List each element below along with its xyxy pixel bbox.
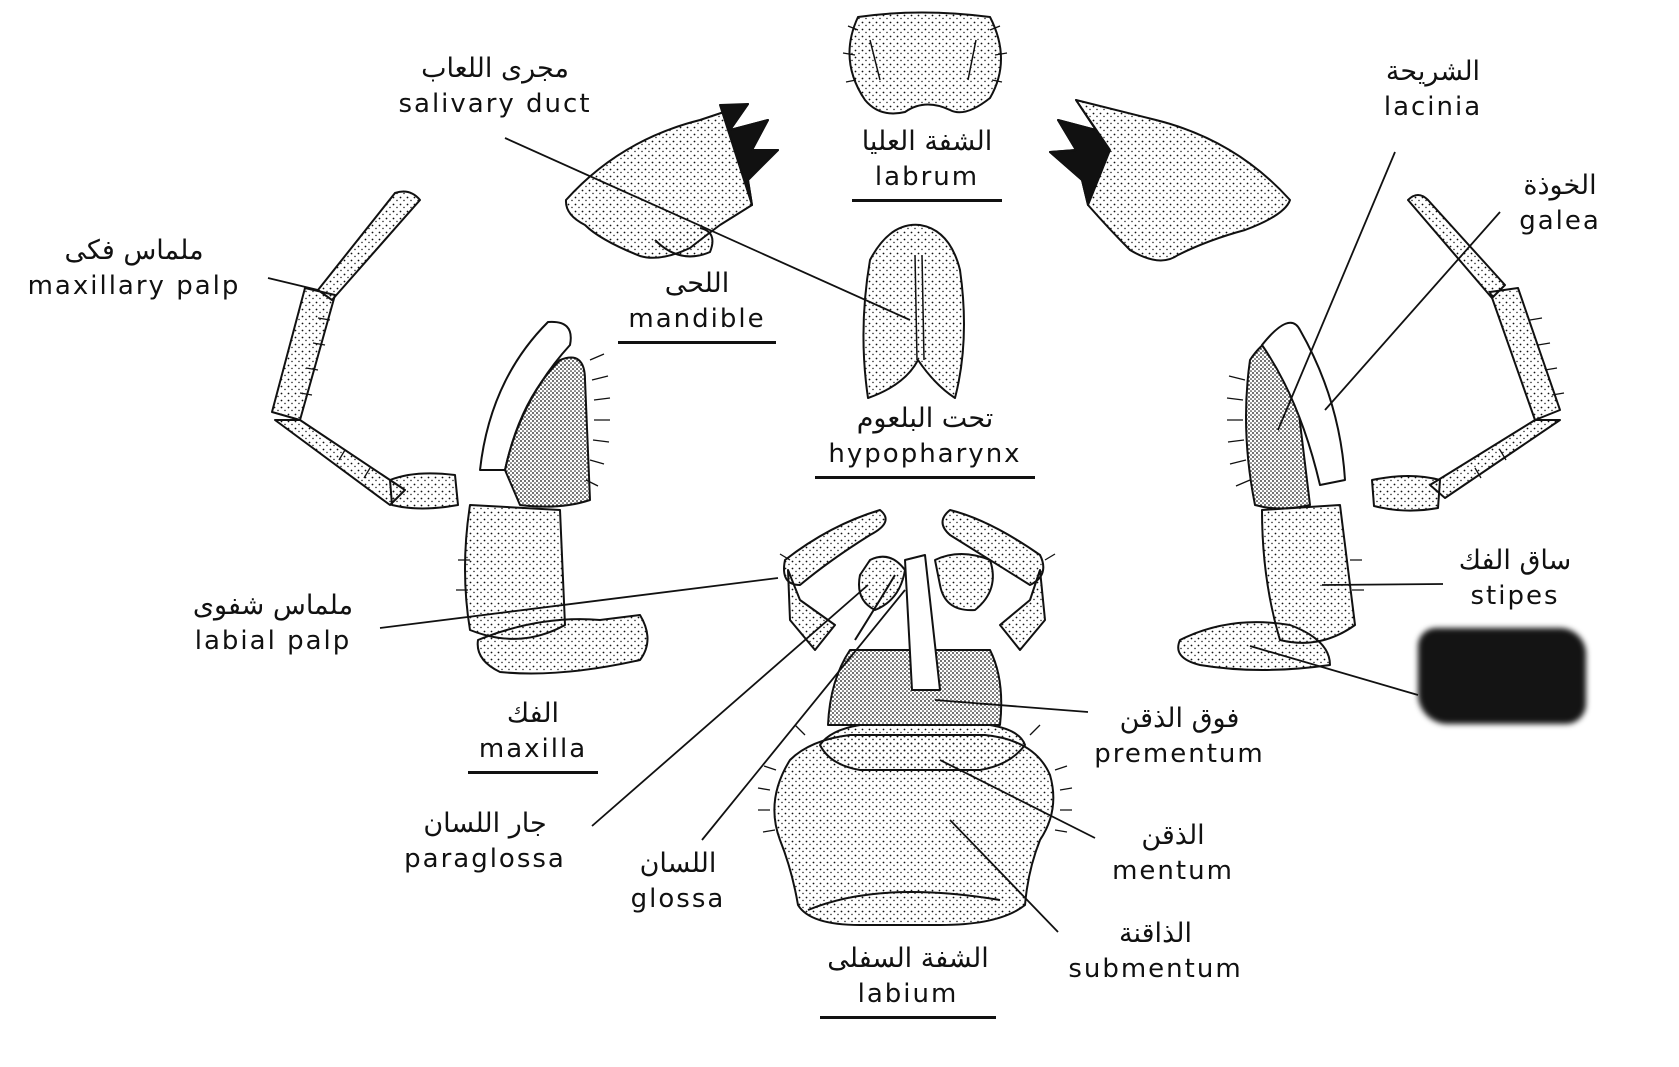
labium-mentum-shape [819,724,1026,771]
leader-paraglossa [591,584,869,827]
leader-submentum [949,819,1059,933]
leader-prementum [934,699,1089,713]
maxilla-underline [468,771,598,774]
paraglossa-en: paraglossa [404,844,566,874]
leader-mentum [939,759,1096,839]
leader-lacinia [1277,151,1396,431]
hypopharynx-shape [862,223,965,399]
label-labium: الشفة السفلى labium [820,945,996,1019]
galea-ar: الخوذة [1523,170,1597,201]
labial-palp-en: labial palp [194,626,352,656]
leader-glossa [701,589,906,841]
labium-underline [820,1016,996,1019]
left-paraglossa-shape [858,555,906,611]
galea-en: galea [1519,206,1601,236]
left-stipes-shape [464,504,566,640]
maxillary-palp-ar: ملماس فكى [64,235,204,266]
leader-cardo [1249,645,1419,696]
glossa-en: glossa [630,884,726,914]
stipes-ar: ساق الفك [1458,545,1572,576]
hypopharynx-en: hypopharynx [828,439,1022,469]
label-paraglossa: جار اللسان paraglossa [390,810,580,872]
leader-stipes [1321,583,1444,586]
left-lacinia-shape [504,356,591,508]
mandible-ar: اللحى [664,268,730,299]
label-mentum: الذقن mentum [1098,822,1248,884]
label-salivary-duct: مجرى اللعاب salivary duct [380,55,610,117]
left-cardo-shape [476,614,649,675]
label-hypopharynx: تحت البلعوم hypopharynx [815,405,1035,479]
lacinia-en: lacinia [1383,92,1483,122]
leader-galea [1324,211,1501,411]
redaction-blot [1418,628,1586,724]
labium-glossa-shape [904,554,941,691]
hypopharynx-ar: تحت البلعوم [856,403,994,434]
paraglossa-ar: جار اللسان [423,808,547,839]
mentum-en: mentum [1112,856,1234,886]
hypopharynx-underline [815,476,1035,479]
labrum-ar: الشفة العليا [861,126,993,157]
label-stipes: ساق الفك stipes [1440,547,1590,609]
maxilla-en: maxilla [478,734,588,764]
label-maxillary-palp: ملماس فكى maxillary palp [8,237,260,299]
label-mandible: اللحى mandible [618,270,776,344]
lacinia-ar: الشريحة [1385,56,1481,87]
submentum-en: submentum [1068,954,1243,984]
label-galea: الخوذة galea [1500,172,1620,234]
label-glossa: اللسان glossa [618,850,738,912]
label-labrum: الشفة العليا labrum [852,128,1002,202]
leader-maxillary-palp [267,277,319,291]
labium-ar: الشفة السفلى [827,943,989,974]
maxillary-palp-en: maxillary palp [27,271,241,301]
leader-salivary-duct [504,137,911,321]
labrum-en: labrum [874,162,980,192]
right-paraglossa-shape [934,553,994,612]
maxilla-ar: الفك [506,698,560,729]
right-labial-palp-shape [941,509,1045,586]
right-maxillary-palp-shape [1407,194,1506,299]
prementum-en: prementum [1094,739,1265,769]
right-mandible-shape [1049,99,1291,262]
salivary-duct-en: salivary duct [398,89,592,119]
label-prementum: فوق الذقن prementum [1082,705,1277,767]
stipes-en: stipes [1470,581,1560,611]
label-maxilla: الفك maxilla [468,700,598,774]
salivary-duct-ar: مجرى اللعاب [421,53,569,84]
label-submentum: الذاقنة submentum [1058,920,1253,982]
labium-en: labium [857,979,959,1009]
labrum-underline [852,199,1002,202]
prementum-ar: فوق الذقن [1119,703,1240,734]
submentum-ar: الذاقنة [1119,918,1192,949]
right-galea-shape [1261,321,1346,486]
labrum-shape [848,11,1002,115]
mentum-ar: الذقن [1141,820,1205,851]
glossa-ar: اللسان [639,848,717,879]
label-labial-palp: ملماس شفوى labial palp [168,592,378,654]
mandible-en: mandible [628,304,766,334]
left-maxillary-palp-shape [317,190,421,301]
mandible-underline [618,341,776,344]
label-lacinia: الشريحة lacinia [1358,58,1508,120]
leader-labial-palp [379,577,779,629]
labial-palp-ar: ملماس شفوى [192,590,354,621]
